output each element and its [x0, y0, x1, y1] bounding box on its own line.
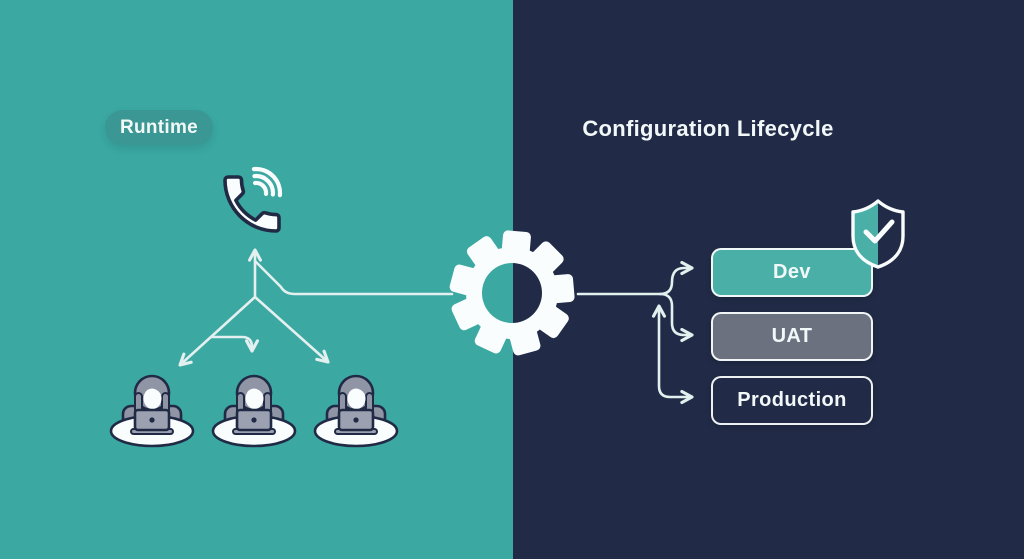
stage-box-production: Production	[711, 376, 873, 425]
stage-box-uat: UAT	[711, 312, 873, 361]
stage-box-dev: Dev	[711, 248, 873, 297]
runtime-panel	[0, 0, 513, 559]
runtime-badge: Runtime	[105, 110, 213, 145]
page-title: Configuration Lifecycle	[582, 116, 834, 141]
